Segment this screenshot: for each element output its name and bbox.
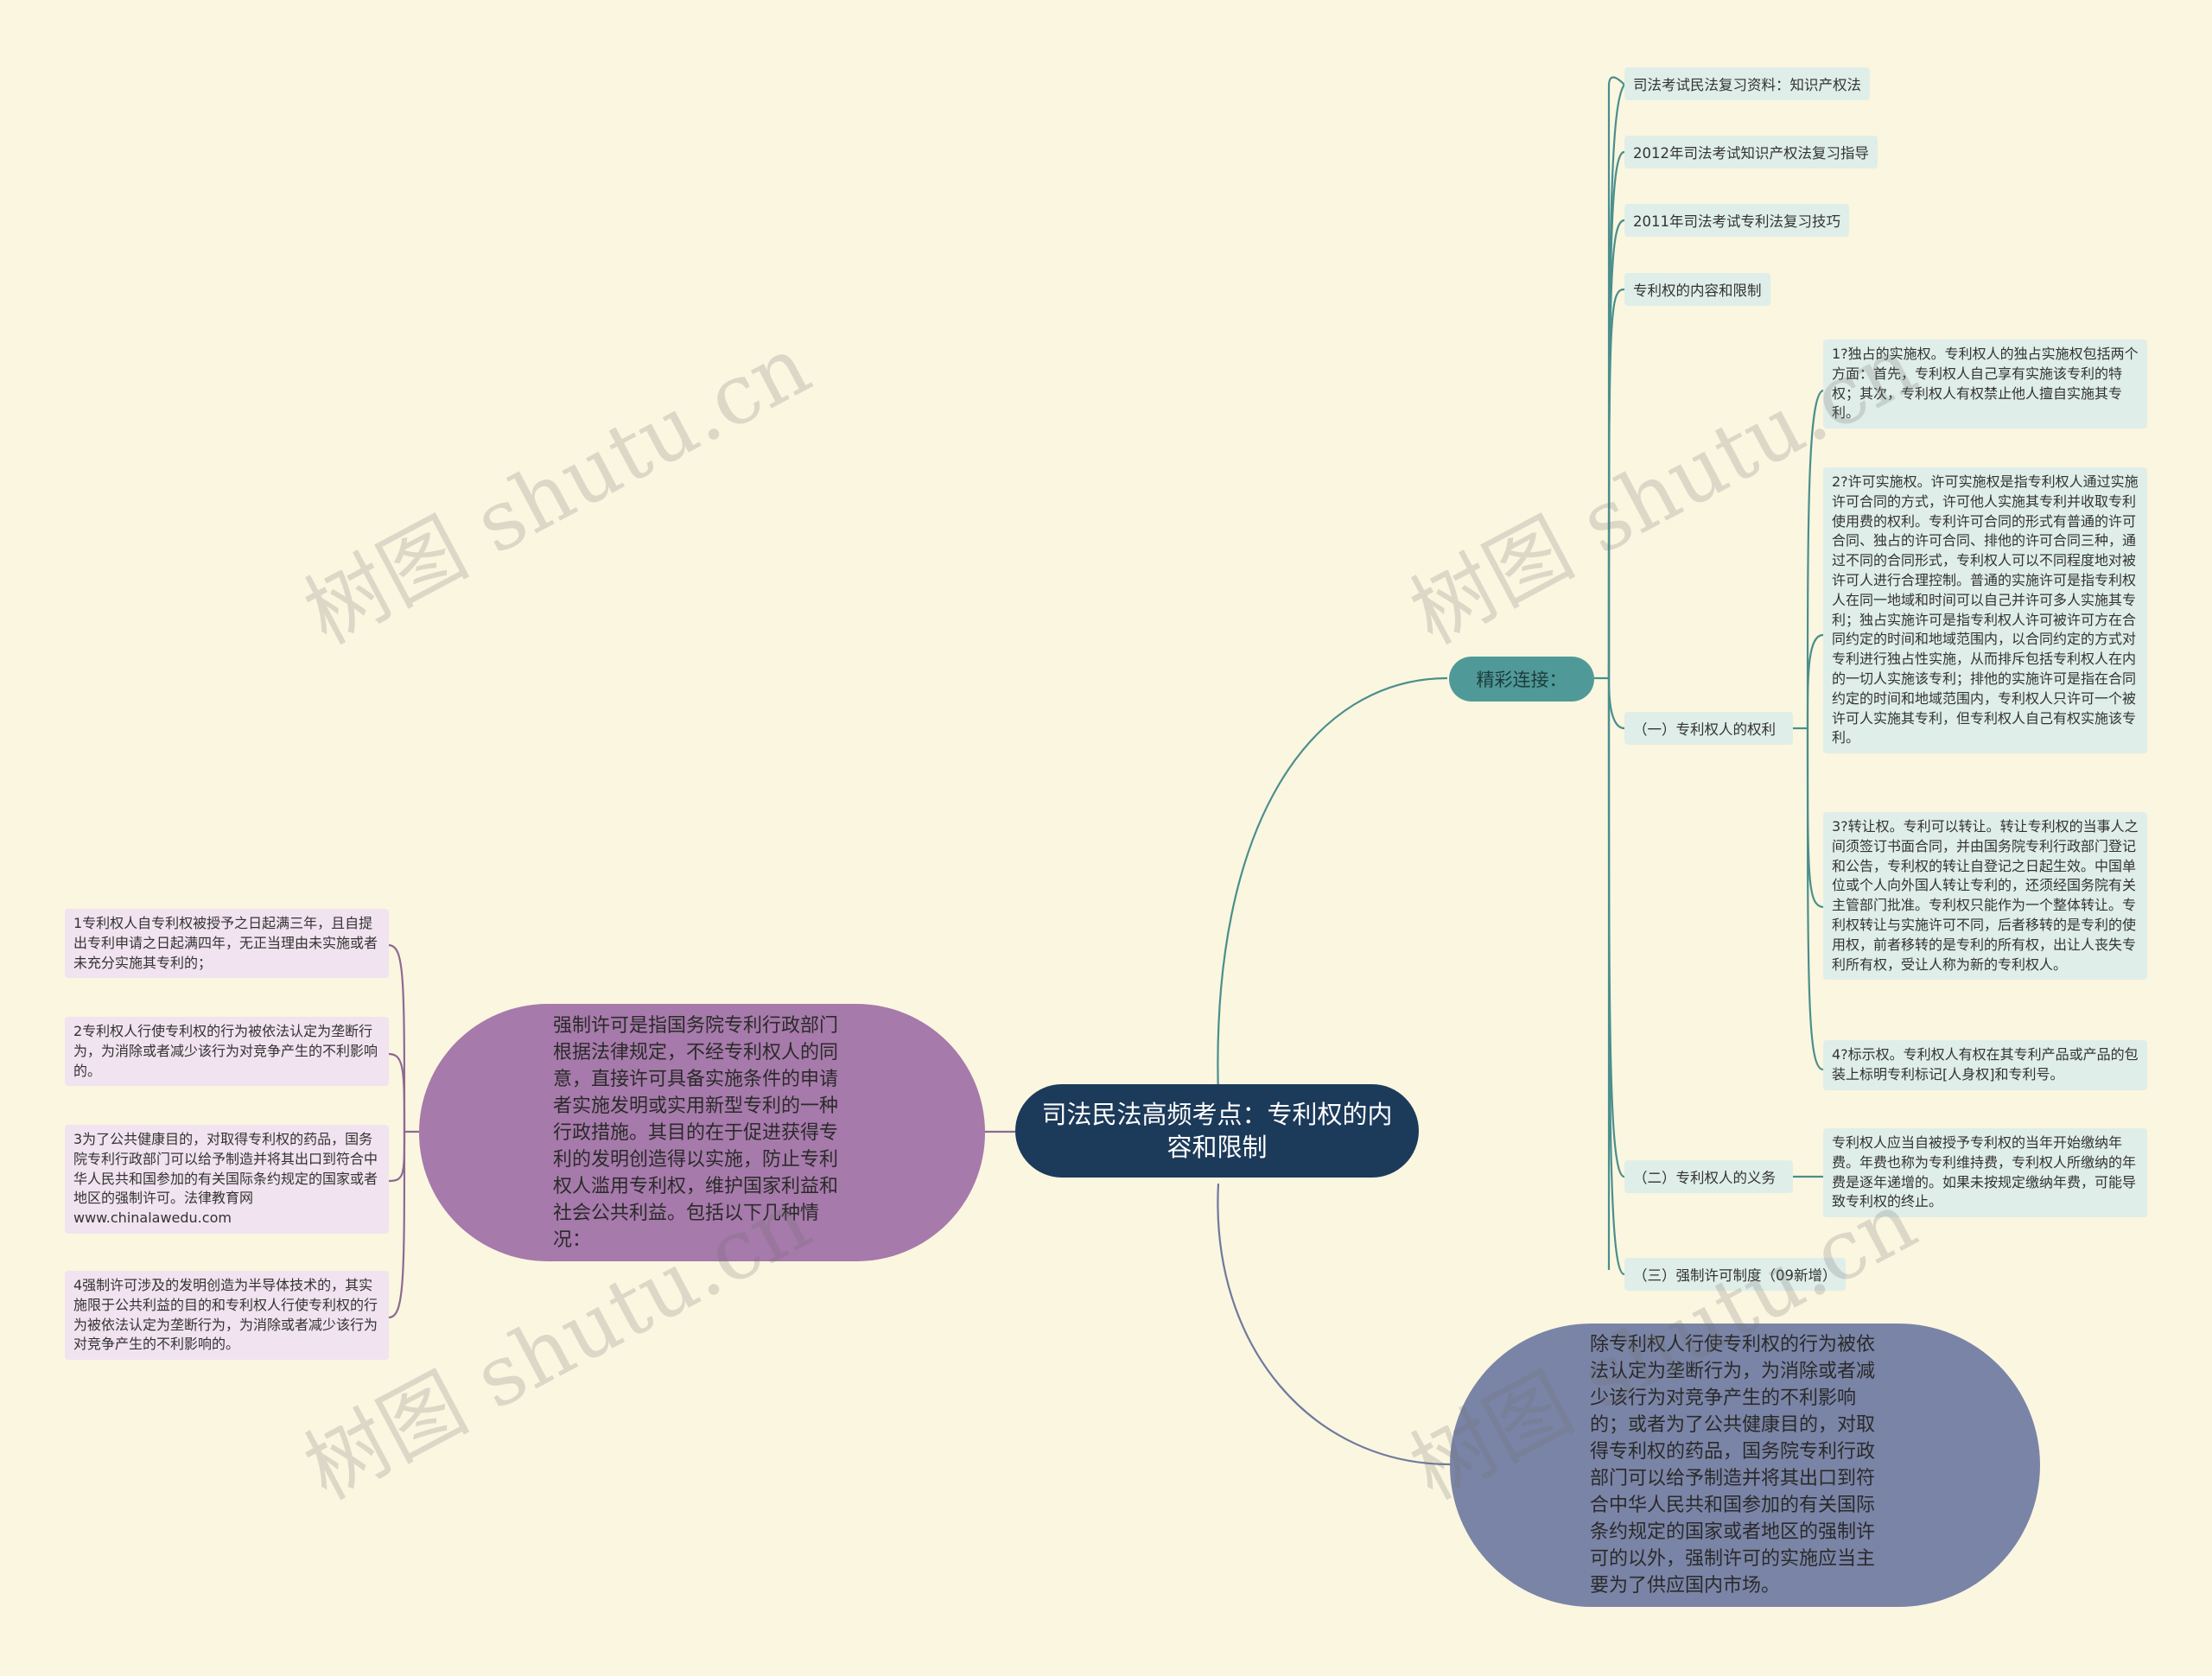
compulsory-case-item[interactable]: 1专利权人自专利权被授予之日起满三年，且自提出专利申请之日起满四年，无正当理由未… — [65, 909, 389, 979]
link-item[interactable]: 2012年司法考试知识产权法复习指导 — [1624, 136, 1878, 168]
right-item-text: 3?转让权。专利可以转让。转让专利权的当事人之间须签订书面合同，并由国务院专利行… — [1832, 818, 2139, 973]
right-item-exclusive[interactable]: 1?独占的实施权。专利权人的独占实施权包括两个方面：首先，专利权人自己享有实施该… — [1823, 340, 2147, 429]
domestic-supply-node[interactable]: 除专利权人行使专利权的行为被依法认定为垄断行为，为消除或者减少该行为对竞争产生的… — [1450, 1324, 2040, 1607]
link-item-label: 2011年司法考试专利法复习技巧 — [1633, 213, 1840, 230]
section-compulsory[interactable]: （三）强制许可制度（09新增） — [1624, 1258, 1846, 1291]
connector-rights-spine — [1793, 389, 1824, 730]
link-item[interactable]: 司法考试民法复习资料：知识产权法 — [1624, 67, 1870, 100]
compulsory-case-item[interactable]: 2专利权人行使专利权的行为被依法认定为垄断行为，为消除或者减少该行为对竞争产生的… — [65, 1017, 389, 1087]
compulsory-case-item[interactable]: 4强制许可涉及的发明创造为半导体技术的，其实施限于公共利益的目的和专利权人行使专… — [65, 1271, 389, 1361]
compulsory-case-text: 3为了公共健康目的，对取得专利权的药品，国务院专利行政部门可以给予制造并将其出口… — [73, 1131, 378, 1227]
link-item-label: 专利权的内容和限制 — [1633, 283, 1762, 299]
link-item[interactable]: 2011年司法考试专利法复习技巧 — [1624, 204, 1849, 237]
branch-links-label: 精彩连接： — [1476, 670, 1567, 690]
central-topic-title: 司法民法高频考点：专利权的内容和限制 — [1041, 1100, 1393, 1162]
domestic-supply-text: 除专利权人行使专利权的行为被依法认定为垄断行为，为消除或者减少该行为对竞争产生的… — [1590, 1334, 1876, 1597]
duty-item[interactable]: 专利权人应当自被授予专利权的当年开始缴纳年费。年费也称为专利维持费，专利权人所缴… — [1823, 1128, 2147, 1218]
section-compulsory-label: （三）强制许可制度（09新增） — [1633, 1267, 1837, 1284]
right-item-text: 2?许可实施权。许可实施权是指专利权人通过实施许可合同的方式，许可他人实施其专利… — [1832, 473, 2139, 746]
section-rights-label: （一）专利权人的权利 — [1633, 721, 1776, 738]
section-duties-label: （二）专利权人的义务 — [1633, 1170, 1776, 1186]
right-item-license[interactable]: 2?许可实施权。许可实施权是指专利权人通过实施许可合同的方式，许可他人实施其专利… — [1823, 467, 2147, 754]
link-item-label: 司法考试民法复习资料：知识产权法 — [1633, 77, 1861, 93]
compulsory-case-item[interactable]: 3为了公共健康目的，对取得专利权的药品，国务院专利行政部门可以给予制造并将其出口… — [65, 1125, 389, 1234]
connector-center-slate — [1217, 1183, 1451, 1466]
compulsory-license-node[interactable]: 强制许可是指国务院专利行政部门根据法律规定，不经专利权人的同意，直接许可具备实施… — [419, 1004, 985, 1261]
right-item-text: 1?独占的实施权。专利权人的独占实施权包括两个方面：首先，专利权人自己享有实施该… — [1832, 346, 2139, 422]
right-item-marking[interactable]: 4?标示权。专利权人有权在其专利产品或产品的包装上标明专利标记[人身权]和专利号… — [1823, 1040, 2147, 1090]
right-item-transfer[interactable]: 3?转让权。专利可以转让。转让专利权的当事人之间须签订书面合同，并由国务院专利行… — [1823, 812, 2147, 981]
central-topic[interactable]: 司法民法高频考点：专利权的内容和限制 — [1015, 1084, 1419, 1178]
branch-links[interactable]: 精彩连接： — [1449, 657, 1594, 702]
duty-item-text: 专利权人应当自被授予专利权的当年开始缴纳年费。年费也称为专利维持费，专利权人所缴… — [1832, 1134, 2137, 1210]
connector-center-links — [1217, 676, 1448, 1096]
section-rights[interactable]: （一）专利权人的权利 — [1624, 712, 1793, 745]
compulsory-case-text: 4强制许可涉及的发明创造为半导体技术的，其实施限于公共利益的目的和专利权人行使专… — [73, 1277, 378, 1353]
link-item[interactable]: 专利权的内容和限制 — [1624, 273, 1770, 306]
section-duties[interactable]: （二）专利权人的义务 — [1624, 1160, 1793, 1193]
compulsory-case-text: 1专利权人自专利权被授予之日起满三年，且自提出专利申请之日起满四年，无正当理由未… — [73, 915, 378, 971]
compulsory-case-text: 2专利权人行使专利权的行为被依法认定为垄断行为，为消除或者减少该行为对竞争产生的… — [73, 1023, 378, 1079]
link-item-label: 2012年司法考试知识产权法复习指导 — [1633, 145, 1869, 162]
right-item-text: 4?标示权。专利权人有权在其专利产品或产品的包装上标明专利标记[人身权]和专利号… — [1832, 1046, 2139, 1082]
compulsory-license-text: 强制许可是指国务院专利行政部门根据法律规定，不经专利权人的同意，直接许可具备实施… — [553, 1014, 839, 1251]
